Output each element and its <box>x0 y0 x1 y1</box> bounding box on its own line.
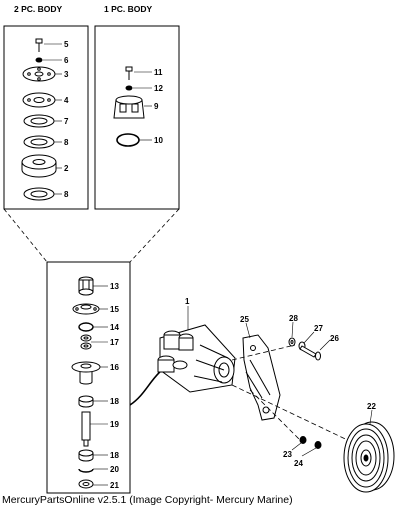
callout-21: 21 <box>110 481 119 490</box>
callout-3: 3 <box>64 70 69 79</box>
cover-part-3 <box>22 66 56 82</box>
leader-28 <box>291 321 294 338</box>
retaining-ring-part-20 <box>78 468 94 473</box>
leader-25 <box>245 322 251 339</box>
callout-23: 23 <box>283 450 292 459</box>
callout-28: 28 <box>289 314 298 323</box>
housing-part-16 <box>71 361 101 385</box>
callout-26: 26 <box>330 334 339 343</box>
callout-12: 12 <box>154 84 163 93</box>
callout-15: 15 <box>110 305 119 314</box>
two-pc-body-parts <box>21 38 57 201</box>
internal-parts <box>71 276 101 489</box>
callout-5: 5 <box>64 40 69 49</box>
gasket-part-8b <box>23 187 55 201</box>
header-one-pc-body: 1 PC. BODY <box>104 4 153 14</box>
nut-part-24 <box>314 441 322 449</box>
leader-24 <box>301 447 317 457</box>
pump-assembly-part-1 <box>157 324 236 393</box>
zoom-guide-lines <box>3 208 180 263</box>
body-part-2 <box>21 154 57 178</box>
one-pc-leader-lines <box>133 71 152 141</box>
callout-4: 4 <box>64 96 69 105</box>
washer-part-12 <box>125 85 133 91</box>
shaft-part-19 <box>81 411 91 447</box>
callout-27: 27 <box>314 324 323 333</box>
callout-1: 1 <box>185 297 190 306</box>
callout-10: 10 <box>154 136 163 145</box>
callout-18-lower: 18 <box>110 451 119 460</box>
callout-17: 17 <box>110 338 119 347</box>
leader-26 <box>319 339 331 351</box>
washer-part-23 <box>299 436 307 444</box>
one-pc-body-panel <box>94 25 180 210</box>
callout-2: 2 <box>64 164 69 173</box>
internal-leader-lines <box>90 285 108 486</box>
seals-part-17 <box>80 334 92 350</box>
plate-part-15 <box>72 303 100 315</box>
pulley-part-22 <box>343 421 395 493</box>
two-pc-leader-lines <box>43 43 62 195</box>
two-pc-body-panel <box>3 25 89 210</box>
callout-11: 11 <box>154 68 163 77</box>
callout-13: 13 <box>110 282 119 291</box>
assembly-guide-lines <box>231 344 359 446</box>
internal-parts-panel <box>46 261 131 494</box>
impeller-part-13 <box>78 276 94 296</box>
washer-part-6 <box>35 57 43 63</box>
bolt-part-5 <box>35 38 43 52</box>
plate-part-4 <box>22 92 56 108</box>
callout-9: 9 <box>154 102 159 111</box>
callout-20: 20 <box>110 465 119 474</box>
callout-19: 19 <box>110 420 119 429</box>
bracket-part-25 <box>242 334 281 421</box>
callout-8-lower: 8 <box>64 190 69 199</box>
callout-14: 14 <box>110 323 119 332</box>
callout-18-upper: 18 <box>110 397 119 406</box>
leader-23 <box>291 442 302 451</box>
leader-22 <box>369 409 373 425</box>
callout-25: 25 <box>240 315 249 324</box>
copyright-caption: MercuryPartsOnline v2.5.1 (Image Copyrig… <box>2 494 293 506</box>
washer-part-21 <box>78 479 94 489</box>
bearing-part-18b <box>78 449 94 462</box>
header-two-pc-body: 2 PC. BODY <box>14 4 63 14</box>
callout-7: 7 <box>64 117 69 126</box>
bearing-part-18a <box>78 395 94 408</box>
washer-part-28 <box>288 337 296 347</box>
bolt-part-11 <box>125 66 133 80</box>
connector-curve <box>129 369 163 406</box>
gasket-part-7 <box>23 114 55 128</box>
callout-8-upper: 8 <box>64 138 69 147</box>
one-pc-body-parts <box>113 66 145 147</box>
gasket-part-8a <box>23 135 55 149</box>
callout-6: 6 <box>64 56 69 65</box>
callout-24: 24 <box>294 459 303 468</box>
o-ring-part-14 <box>78 322 94 332</box>
body-part-9 <box>113 95 145 119</box>
leader-27 <box>303 331 315 344</box>
bolt-part-26 <box>299 345 321 361</box>
callout-16: 16 <box>110 363 119 372</box>
callout-22: 22 <box>367 402 376 411</box>
o-ring-part-10 <box>116 133 140 147</box>
